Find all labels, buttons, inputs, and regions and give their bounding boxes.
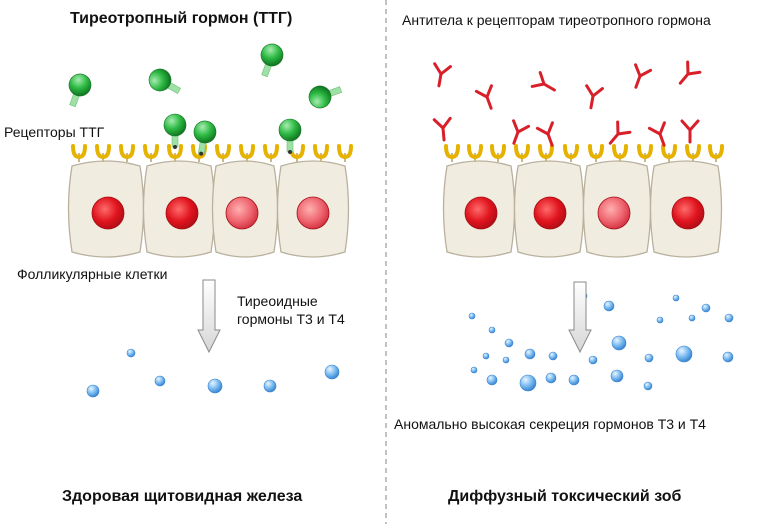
- left-title: Тиреотропный гормон (ТТГ): [70, 10, 293, 27]
- cell-nucleus: [91, 196, 125, 230]
- antibody-icon: [634, 63, 653, 89]
- receptor-icon: [612, 144, 628, 160]
- hormone-droplet: [603, 300, 615, 312]
- hormone-droplet: [672, 294, 680, 302]
- hormone-droplet: [470, 366, 478, 374]
- receptor-icon: [563, 144, 579, 160]
- tsh-hormone-icon: [260, 43, 284, 78]
- hormone-droplet: [588, 355, 598, 365]
- down-arrow-icon: [197, 279, 221, 354]
- receptor-icon: [71, 144, 87, 160]
- hormone-droplet: [611, 335, 627, 351]
- receptor-icon: [538, 144, 554, 160]
- antibody-icon: [432, 116, 452, 142]
- receptor-icon: [95, 144, 111, 160]
- hormone-droplet: [324, 364, 340, 380]
- hormone-droplet: [86, 384, 100, 398]
- hormone-droplet: [675, 345, 693, 363]
- follicular-cells-label: Фолликулярные клетки: [17, 266, 168, 282]
- cell-nucleus: [464, 196, 498, 230]
- receptor-icon: [119, 144, 135, 160]
- right-caption: Диффузный токсический зоб: [448, 488, 682, 505]
- receptor-icon: [239, 144, 255, 160]
- hormone-droplet: [548, 351, 558, 361]
- hormone-droplet: [486, 374, 498, 386]
- hormones-label-line-2: гормоны Т3 и Т4: [237, 311, 345, 327]
- hormone-droplet: [644, 353, 654, 363]
- hormone-droplet: [154, 375, 166, 387]
- antibody-icon: [647, 121, 666, 147]
- receptor-icon: [467, 144, 483, 160]
- antibody-icon: [678, 60, 702, 85]
- receptor-icon: [337, 144, 353, 160]
- antibody-icon: [530, 71, 556, 92]
- hormone-droplet: [207, 378, 223, 394]
- hormone-droplet: [701, 303, 711, 313]
- hormone-droplet: [724, 313, 734, 323]
- hormone-droplet: [126, 348, 136, 358]
- receptor-label: Рецепторы ТТГ: [4, 124, 105, 140]
- secretion-label: Аномально высокая секреция гормонов Т3 и…: [394, 416, 706, 432]
- receptor-icon: [661, 144, 677, 160]
- antibody-icon: [585, 84, 604, 110]
- hormone-droplet: [502, 356, 510, 364]
- hormone-droplet: [263, 379, 277, 393]
- cell-nucleus: [533, 196, 567, 230]
- hormone-droplet: [488, 326, 496, 334]
- right-title: Антитела к рецепторам тиреотропного горм…: [402, 12, 711, 28]
- receptor-icon: [588, 144, 604, 160]
- left-caption: Здоровая щитовидная железа: [62, 488, 303, 505]
- antibody-icon: [512, 119, 531, 145]
- hormone-droplet: [610, 369, 624, 383]
- tsh-hormone-icon: [308, 85, 343, 109]
- hormone-droplet: [656, 316, 664, 324]
- cell-nucleus: [597, 196, 631, 230]
- tsh-hormone-icon: [163, 113, 187, 149]
- antibody-icon: [474, 84, 493, 110]
- hormone-droplet: [519, 374, 537, 392]
- tsh-hormone-icon: [278, 118, 302, 154]
- antibody-icon: [680, 119, 700, 144]
- antibody-icon: [608, 120, 632, 145]
- antibody-icon: [535, 121, 554, 147]
- receptor-icon: [708, 144, 724, 160]
- cell-nucleus: [296, 196, 330, 230]
- hormone-droplet: [482, 352, 490, 360]
- cell-nucleus: [165, 196, 199, 230]
- hormone-droplet: [722, 351, 734, 363]
- cell-nucleus: [671, 196, 705, 230]
- receptor-icon: [637, 144, 653, 160]
- hormone-droplet: [688, 314, 696, 322]
- cell-nucleus: [225, 196, 259, 230]
- receptor-icon: [167, 144, 183, 160]
- receptor-icon: [143, 144, 159, 160]
- tsh-hormone-icon: [193, 120, 217, 156]
- antibody-icon: [433, 62, 452, 88]
- receptor-icon: [313, 144, 329, 160]
- hormone-droplet: [643, 381, 653, 391]
- tsh-hormone-icon: [68, 73, 92, 108]
- receptor-icon: [490, 144, 506, 160]
- receptor-icon: [215, 144, 231, 160]
- hormone-droplet: [504, 338, 514, 348]
- hormone-droplet: [524, 348, 536, 360]
- receptor-icon: [685, 144, 701, 160]
- down-arrow-icon: [568, 281, 592, 354]
- receptor-icon: [263, 144, 279, 160]
- hormone-droplet: [468, 312, 476, 320]
- receptor-icon: [514, 144, 530, 160]
- hormone-droplet: [545, 372, 557, 384]
- hormones-label-line-1: Тиреоидные: [237, 293, 318, 309]
- tsh-hormone-icon: [148, 68, 181, 95]
- hormone-droplet: [568, 374, 580, 386]
- receptor-icon: [444, 144, 460, 160]
